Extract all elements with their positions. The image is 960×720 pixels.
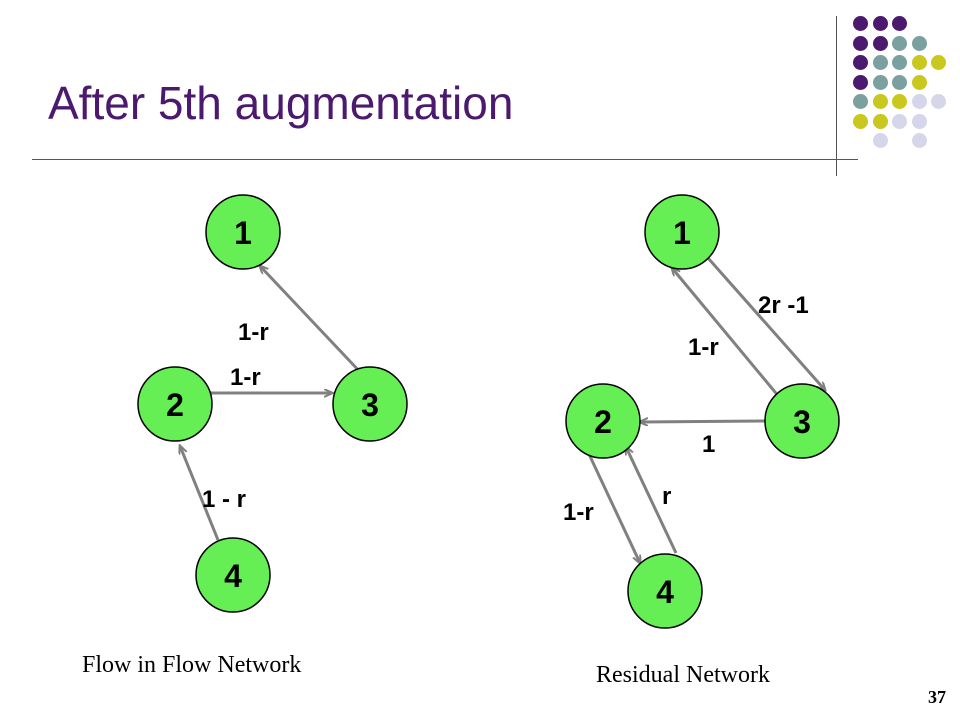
decor-dot xyxy=(872,133,888,148)
residual-edge-label-2-4: 1-r xyxy=(563,499,594,526)
residual-edge-label-3-2: 1 xyxy=(702,431,715,458)
decor-dot xyxy=(872,113,888,129)
residual-edge-label-1-3: 2r -1 xyxy=(758,292,809,319)
residual-node-4: 4 xyxy=(627,553,703,629)
decor-dot xyxy=(892,74,907,90)
flow-edge-label-2-3: 1-r xyxy=(230,364,261,391)
decor-dot xyxy=(911,113,927,129)
decor-dot xyxy=(931,94,946,109)
decor-dot xyxy=(853,16,868,31)
flow-network-caption: Flow in Flow Network xyxy=(82,652,302,678)
decor-dot xyxy=(853,35,868,51)
flow-edge-label-3-1: 1-r xyxy=(238,319,269,346)
decor-dot xyxy=(872,74,888,90)
decor-dot xyxy=(853,55,868,70)
decor-dot xyxy=(892,16,907,31)
flow-node-1-label: 1 xyxy=(234,215,252,251)
decor-dot xyxy=(911,133,927,148)
decor-dot xyxy=(911,35,927,51)
slide-number: 37 xyxy=(928,687,946,707)
flow-node-4: 4 xyxy=(195,537,271,613)
residual-edge-2-to-4 xyxy=(586,451,640,563)
residual-edge-3-to-2 xyxy=(640,421,766,422)
flow-node-4-label: 4 xyxy=(224,558,242,594)
decor-dot xyxy=(911,74,927,90)
decor-dot xyxy=(872,35,888,51)
decor-dot xyxy=(853,74,868,90)
flow-node-2-label: 2 xyxy=(166,387,184,423)
title-divider xyxy=(32,159,858,160)
flow-edge-label-4-2: 1 - r xyxy=(202,486,246,513)
decor-dot xyxy=(931,55,946,70)
residual-edge-1-to-3 xyxy=(706,257,825,390)
decor-dot xyxy=(872,16,888,31)
residual-node-1-label: 1 xyxy=(673,215,691,251)
residual-node-2: 2 xyxy=(565,383,641,459)
residual-node-4-label: 4 xyxy=(656,574,674,610)
residual-node-2-label: 2 xyxy=(594,404,612,440)
residual-edge-label-3-1: 1-r xyxy=(688,334,719,361)
residual-edge-4-to-2 xyxy=(626,447,678,554)
decor-dot xyxy=(872,55,888,70)
residual-network-graph: 2r -1 1-r 1 1-r r 1 2 3 4 xyxy=(563,194,840,629)
flow-edge-3-to-1 xyxy=(260,266,364,376)
flow-network-graph: 1-r 1-r 1 - r 1 2 3 4 xyxy=(137,194,408,613)
residual-network-caption: Residual Network xyxy=(596,662,770,688)
flow-node-2: 2 xyxy=(137,366,213,442)
decor-dot xyxy=(911,55,927,70)
vertical-divider xyxy=(836,16,837,176)
flow-node-3-label: 3 xyxy=(361,387,379,423)
decor-dot xyxy=(872,94,888,109)
decor-dot xyxy=(892,55,907,70)
residual-node-1: 1 xyxy=(644,194,720,270)
decor-dot xyxy=(892,35,907,51)
decor-dot xyxy=(853,113,868,129)
residual-edge-3-to-1 xyxy=(672,268,782,399)
residual-node-3-label: 3 xyxy=(793,404,811,440)
residual-node-3: 3 xyxy=(764,383,840,459)
flow-node-3: 3 xyxy=(332,366,408,442)
flow-node-1: 1 xyxy=(205,194,281,270)
decor-dot xyxy=(892,113,907,129)
decor-dot xyxy=(911,94,927,109)
decor-dot xyxy=(892,94,907,109)
decor-dot xyxy=(853,94,868,109)
flow-edge-4-to-2 xyxy=(180,446,220,541)
residual-edge-label-4-2: r xyxy=(662,483,671,510)
slide-title: After 5th augmentation xyxy=(48,77,514,129)
